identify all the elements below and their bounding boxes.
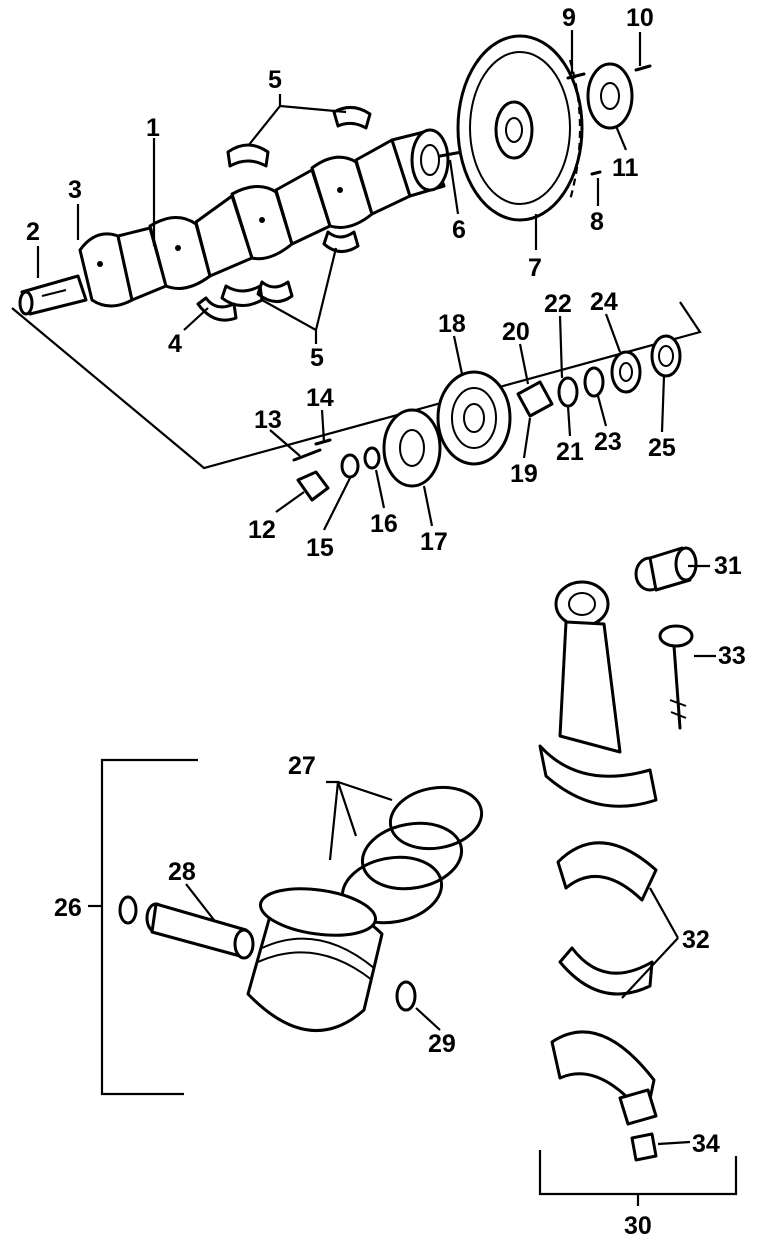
bracket-30 xyxy=(538,1150,738,1206)
callout-7: 7 xyxy=(528,254,542,282)
callout-26: 26 xyxy=(54,894,82,922)
callout-8: 8 xyxy=(590,208,604,236)
rod-bolt xyxy=(658,624,694,730)
rod-cap xyxy=(550,1030,658,1126)
callout-25: 25 xyxy=(648,434,676,462)
callout-18: 18 xyxy=(438,310,466,338)
callout-34: 34 xyxy=(692,1130,720,1158)
rod-bearing-shells xyxy=(556,841,658,996)
callout-11: 11 xyxy=(612,154,639,182)
callout-17: 17 xyxy=(420,528,448,556)
piston-pin-clip xyxy=(395,980,417,1012)
callout-10: 10 xyxy=(626,4,654,32)
callout-5-top: 5 xyxy=(268,66,282,94)
callout-23: 23 xyxy=(594,428,622,456)
leader-lines xyxy=(36,30,716,1146)
callout-21: 21 xyxy=(556,438,584,466)
rod-nut xyxy=(630,1132,658,1162)
callout-22: 22 xyxy=(544,290,572,318)
main-bearing-shells-upper xyxy=(226,106,372,168)
callout-3: 3 xyxy=(68,176,82,204)
callout-16: 16 xyxy=(370,510,398,538)
flywheel-bolt-9 xyxy=(566,72,586,80)
callout-30: 30 xyxy=(624,1212,652,1240)
callout-2: 2 xyxy=(26,218,40,246)
piston-rings xyxy=(340,785,484,925)
front-pulley-group xyxy=(292,334,682,502)
callout-9: 9 xyxy=(562,4,576,32)
connecting-rod xyxy=(538,580,658,808)
thrust-bearing xyxy=(196,296,238,322)
callout-12: 12 xyxy=(248,516,276,544)
callout-1: 1 xyxy=(146,114,160,142)
callout-28: 28 xyxy=(168,858,196,886)
callout-27: 27 xyxy=(288,752,316,780)
callout-4: 4 xyxy=(168,330,182,358)
piston xyxy=(246,887,384,1032)
flywheel xyxy=(456,34,584,222)
callout-20: 20 xyxy=(502,318,530,346)
callout-5-bottom: 5 xyxy=(310,344,324,372)
callout-13: 13 xyxy=(254,406,282,434)
piston-pin xyxy=(145,902,255,960)
piston-pin-clip-left xyxy=(118,895,138,925)
callout-15: 15 xyxy=(306,534,334,562)
flywheel-bolt-8 xyxy=(590,170,602,176)
callout-29: 29 xyxy=(428,1030,456,1058)
callout-33: 33 xyxy=(718,642,746,670)
callout-6: 6 xyxy=(452,216,466,244)
crankshaft xyxy=(18,128,450,316)
piston-pin-bushing xyxy=(634,546,698,592)
retainer-plate xyxy=(586,62,634,130)
callout-32: 32 xyxy=(682,926,710,954)
pilot-pin xyxy=(438,150,464,158)
callout-24: 24 xyxy=(590,288,618,316)
bracket-26 xyxy=(100,758,198,1096)
callout-14: 14 xyxy=(306,384,334,412)
callout-19: 19 xyxy=(510,460,538,488)
bolt-10 xyxy=(634,64,652,72)
callout-31: 31 xyxy=(714,552,742,580)
